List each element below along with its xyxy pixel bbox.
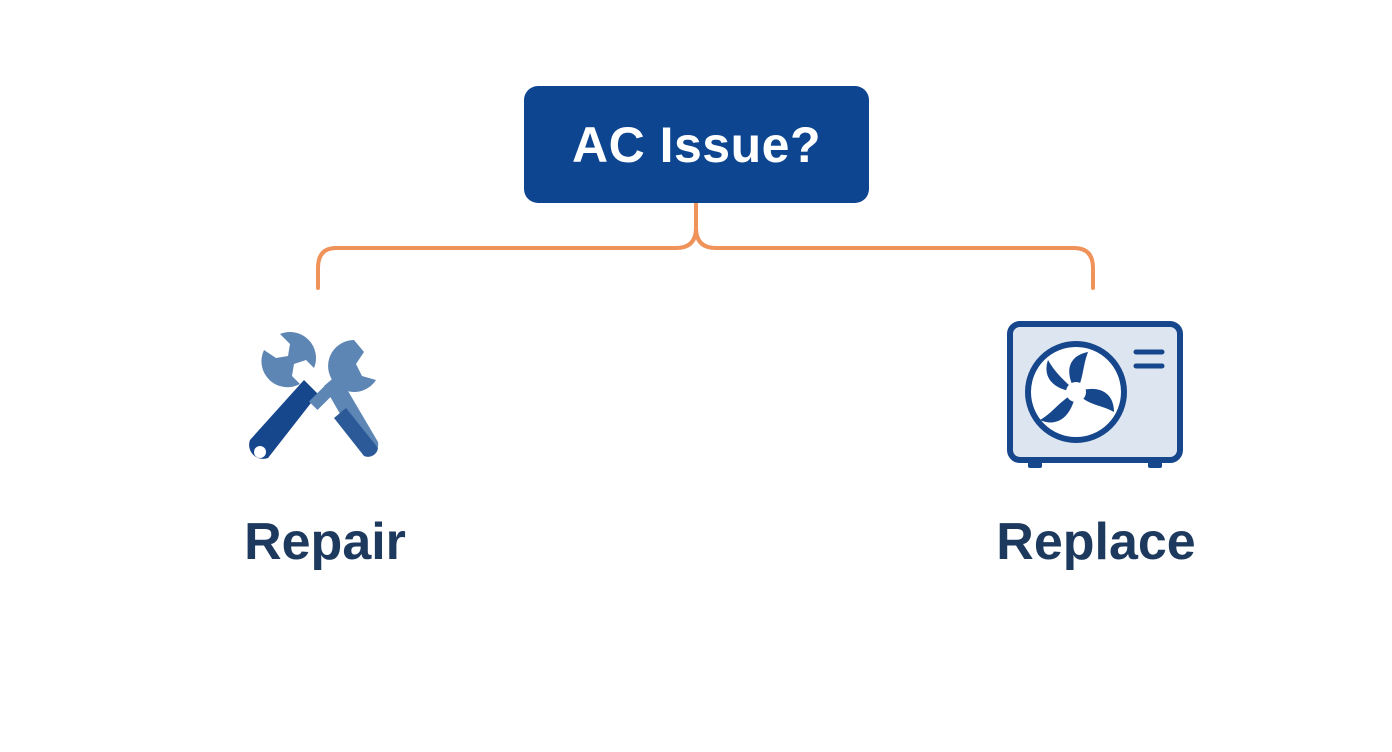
branch-label-repair: Repair bbox=[244, 513, 406, 571]
branch-label-replace: Replace bbox=[996, 513, 1196, 571]
wrench-screwdriver-icon bbox=[249, 332, 379, 459]
root-node: AC Issue? bbox=[524, 86, 869, 203]
ac-unit-icon bbox=[1007, 321, 1183, 468]
connector-path bbox=[316, 202, 1095, 290]
root-label: AC Issue? bbox=[571, 116, 821, 173]
